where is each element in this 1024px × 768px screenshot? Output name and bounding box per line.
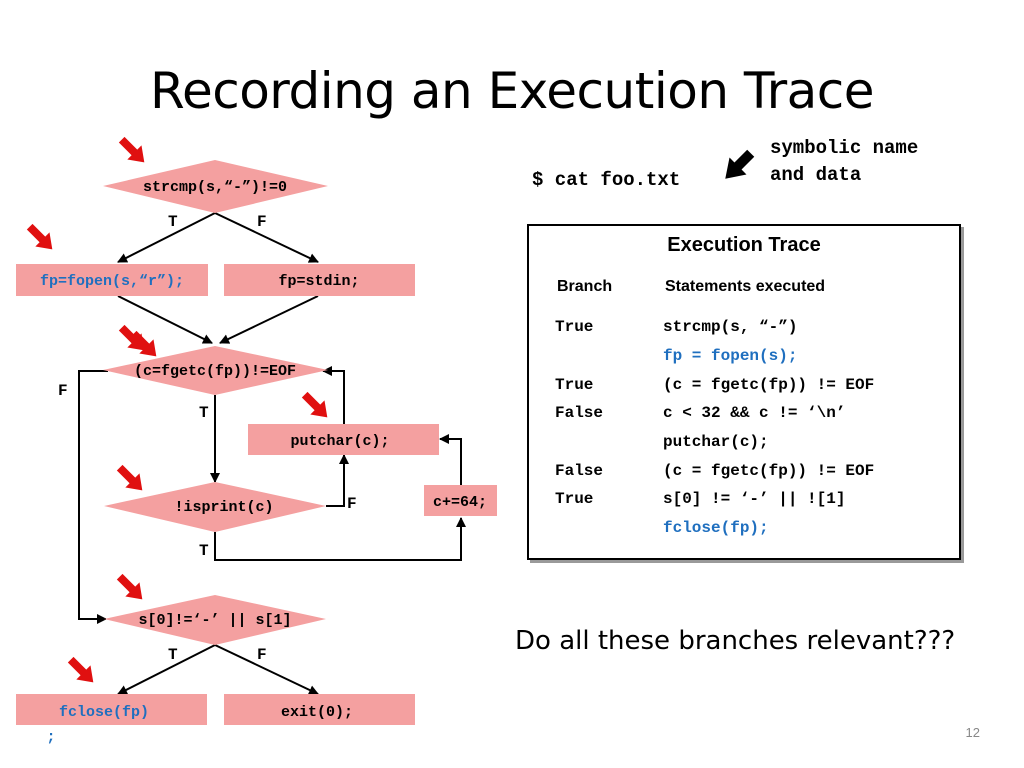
node-cadd-label: c+=64; <box>433 494 487 511</box>
node-isprint-label: !isprint(c) <box>174 499 273 516</box>
node-putchar-label: putchar(c); <box>290 433 389 450</box>
label-strcmp-true: T <box>168 213 178 231</box>
label-s0-true: T <box>168 646 178 664</box>
edge-isprint-true <box>214 517 466 561</box>
trace-row: False (c = fgetc(fp)) != EOF <box>529 462 959 491</box>
edge-s0-false <box>214 644 319 695</box>
execution-markers <box>26 136 328 683</box>
edge-cadd-loop <box>439 434 462 485</box>
node-cadd-box <box>424 485 497 516</box>
trace-statement: fp = fopen(s); <box>663 347 798 365</box>
trace-branch: True <box>555 376 594 394</box>
trace-col-statements: Statements executed <box>665 278 826 295</box>
label-fgetc-false: F <box>58 382 68 400</box>
trace-row: fp = fopen(s); <box>529 347 959 376</box>
node-fopen-box <box>16 264 208 296</box>
label-s0-false: F <box>257 646 267 664</box>
trace-statement: (c = fgetc(fp)) != EOF <box>663 462 875 480</box>
node-s0-label: s[0]!=‘-’ || s[1] <box>138 612 291 629</box>
trace-row: True (c = fgetc(fp)) != EOF <box>529 376 959 405</box>
flow-connectors <box>78 212 466 695</box>
node-s0-diamond <box>104 595 326 645</box>
red-arrow-icon <box>67 656 94 683</box>
label-isprint-true: T <box>199 542 209 560</box>
node-exit-box <box>224 694 415 725</box>
trace-statement: c < 32 && c != ‘\n’ <box>663 404 846 422</box>
annotation-line: symbolic name <box>770 137 919 159</box>
red-arrow-icon <box>116 573 143 600</box>
page-number: 12 <box>965 725 980 740</box>
node-fclose-box <box>16 694 207 725</box>
edge-stdin-merge <box>219 295 319 344</box>
symbolic-annotation: symbolic name and data <box>770 135 918 189</box>
black-arrow-icon <box>725 149 755 179</box>
edge-fgetc-false <box>78 370 108 624</box>
edge-putchar-loop <box>322 366 345 424</box>
trace-statement: strcmp(s, “-”) <box>663 318 798 336</box>
node-fgetc-diamond <box>103 346 328 395</box>
edge-fopen-merge <box>117 295 213 344</box>
execution-trace-panel: Execution Trace Branch Statements execut… <box>527 224 961 560</box>
red-arrow-icon <box>118 324 145 351</box>
red-arrow-icon <box>118 136 145 163</box>
trace-row: False c < 32 && c != ‘\n’ <box>529 404 959 433</box>
node-fgetc-label: (c=fgetc(fp))!=EOF <box>134 363 296 380</box>
trace-branch: False <box>555 462 604 480</box>
node-isprint-diamond <box>104 482 326 532</box>
red-arrow-icon <box>301 391 328 418</box>
trace-branch: False <box>555 404 604 422</box>
edge-isprint-false <box>326 454 349 507</box>
trace-row: fclose(fp); <box>529 519 959 548</box>
trace-statement: (c = fgetc(fp)) != EOF <box>663 376 875 394</box>
trace-row: putchar(c); <box>529 433 959 462</box>
node-exit-label: exit(0); <box>281 704 353 721</box>
label-isprint-false: F <box>347 495 357 513</box>
node-stdin-label: fp=stdin; <box>278 273 359 290</box>
label-strcmp-false: F <box>257 213 267 231</box>
annotation-line: and data <box>770 164 862 186</box>
trace-statement: fclose(fp); <box>663 519 769 537</box>
question-text: Do all these branches relevant??? <box>515 626 956 656</box>
edge-s0-true <box>117 644 216 695</box>
node-stdin-box <box>224 264 415 296</box>
node-strcmp-diamond <box>103 160 328 213</box>
red-arrow-icon <box>26 223 53 250</box>
trace-col-branch: Branch <box>557 278 613 295</box>
slide-title: Recording an Execution Trace <box>149 62 875 120</box>
edge-strcmp-false <box>214 212 319 263</box>
trace-row: True s[0] != ‘-’ || ![1] <box>529 490 959 519</box>
label-fgetc-true: T <box>199 404 209 422</box>
node-putchar-box <box>248 424 439 455</box>
trace-branch: True <box>555 490 594 508</box>
trace-statement: putchar(c); <box>663 433 769 451</box>
red-arrow-icon <box>116 464 143 491</box>
red-arrow-icon <box>130 330 157 357</box>
trace-row: True strcmp(s, “-”) <box>529 318 959 347</box>
trace-branch: True <box>555 318 594 336</box>
trace-title: Execution Trace <box>667 234 821 256</box>
node-fclose-label: fclose(fp) <box>59 704 149 721</box>
edge-strcmp-true <box>117 212 216 263</box>
node-fopen-label: fp=fopen(s,“r”); <box>40 273 184 290</box>
node-strcmp-label: strcmp(s,“-”)!=0 <box>143 179 287 196</box>
node-fclose-label-cont: ; <box>46 729 55 746</box>
command-text: $ cat foo.txt <box>532 169 681 191</box>
trace-statement: s[0] != ‘-’ || ![1] <box>663 490 846 508</box>
